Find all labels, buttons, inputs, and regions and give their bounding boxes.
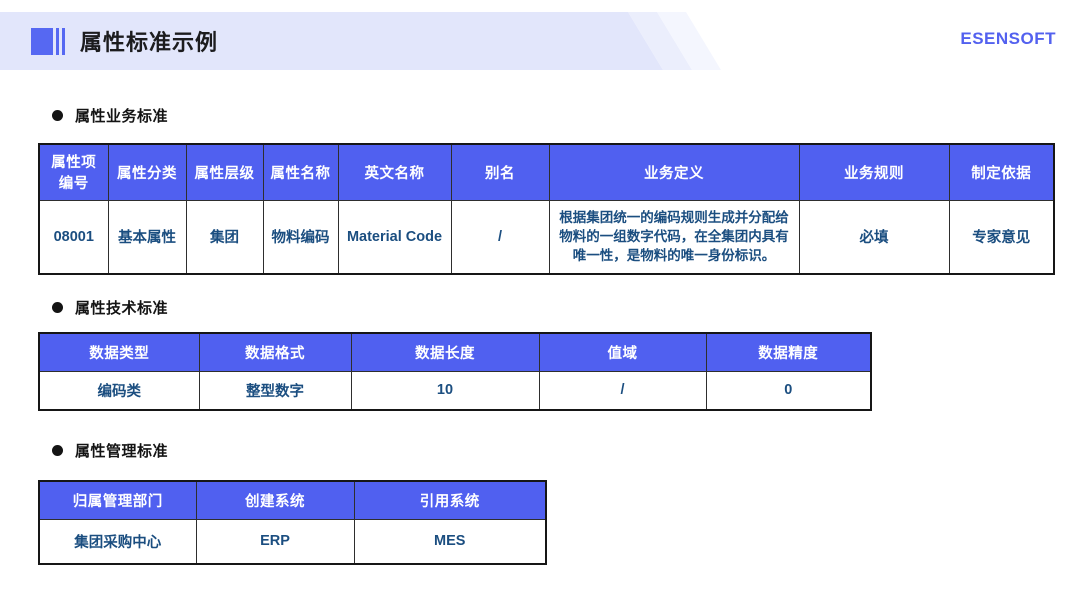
header-cell: 引用系统 [353, 480, 547, 520]
data-cell: MES [353, 518, 547, 565]
data-cell: Material Code [337, 199, 452, 275]
data-cell: 必填 [798, 199, 950, 275]
data-cell: / [538, 370, 707, 411]
page-title: 属性标准示例 [80, 30, 219, 55]
bullet-icon [52, 110, 63, 121]
data-cell: 08001 [38, 199, 109, 275]
data-cell: 10 [350, 370, 540, 411]
brand-logo: ESENSOFT [960, 29, 1056, 48]
header-cell: 业务规则 [798, 143, 950, 201]
header-cell: 别名 [450, 143, 550, 201]
table-row: 编码类 整型数字 10 / 0 [38, 370, 872, 411]
header-cell: 创建系统 [195, 480, 355, 520]
data-cell: 整型数字 [198, 370, 352, 411]
technical-standard-table: 数据类型 数据格式 数据长度 值域 数据精度 编码类 整型数字 10 / 0 [38, 332, 872, 411]
header-cell: 属性层级 [185, 143, 264, 201]
header-cell: 数据精度 [705, 332, 872, 372]
data-cell: 基本属性 [107, 199, 187, 275]
bullet-icon [52, 302, 63, 313]
header-cell: 数据类型 [38, 332, 200, 372]
header-cell: 属性项 编号 [38, 143, 109, 201]
title-band: 属性标准示例 [0, 12, 1080, 70]
data-cell: 集团 [185, 199, 264, 275]
header-cell: 数据格式 [198, 332, 352, 372]
title-band-content: 属性标准示例 [0, 12, 1080, 70]
data-cell: ERP [195, 518, 355, 565]
title-bar-icon [56, 27, 59, 55]
table-header-row: 属性项 编号 属性分类 属性层级 属性名称 英文名称 别名 业务定义 业务规则 … [38, 143, 1055, 201]
section-label-technical-standard: 属性技术标准 [52, 297, 168, 318]
header-cell: 数据长度 [350, 332, 540, 372]
title-bar-icon [62, 27, 65, 55]
table-row: 08001 基本属性 集团 物料编码 Material Code / 根据集团统… [38, 199, 1055, 275]
section-title: 属性管理标准 [75, 443, 169, 460]
band-background [0, 12, 663, 70]
header-cell: 值域 [538, 332, 707, 372]
table-row: 集团采购中心 ERP MES [38, 518, 547, 565]
management-standard-table: 归属管理部门 创建系统 引用系统 集团采购中心 ERP MES [38, 480, 547, 565]
header-cell: 归属管理部门 [38, 480, 197, 520]
table-header-row: 数据类型 数据格式 数据长度 值域 数据精度 [38, 332, 872, 372]
header-cell: 属性名称 [262, 143, 339, 201]
header-cell: 业务定义 [548, 143, 800, 201]
data-cell: 0 [705, 370, 872, 411]
section-label-business-standard: 属性业务标准 [52, 105, 168, 126]
title-square-icon [31, 27, 53, 55]
data-cell: 专家意见 [948, 199, 1055, 275]
bullet-icon [52, 445, 63, 456]
header-cell: 属性分类 [107, 143, 187, 201]
data-cell: 编码类 [38, 370, 200, 411]
data-cell: 集团采购中心 [38, 518, 197, 565]
section-title: 属性技术标准 [75, 300, 169, 317]
data-cell-business-definition: 根据集团统一的编码规则生成并分配给物料的一组数字代码，在全集团内具有唯一性，是物… [548, 199, 800, 275]
section-label-management-standard: 属性管理标准 [52, 440, 168, 461]
header-cell: 英文名称 [337, 143, 452, 201]
data-cell: 物料编码 [262, 199, 339, 275]
business-standard-table: 属性项 编号 属性分类 属性层级 属性名称 英文名称 别名 业务定义 业务规则 … [38, 143, 1055, 275]
data-cell: / [450, 199, 550, 275]
section-title: 属性业务标准 [75, 108, 169, 125]
header-cell: 制定依据 [948, 143, 1055, 201]
table-header-row: 归属管理部门 创建系统 引用系统 [38, 480, 547, 520]
